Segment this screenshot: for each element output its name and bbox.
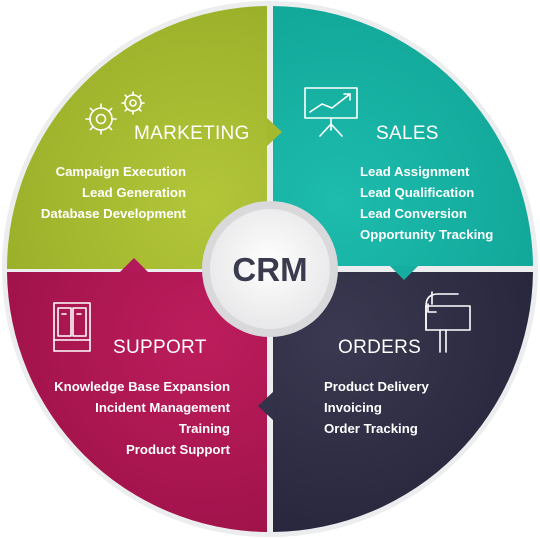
support-item: Incident Management (95, 400, 230, 415)
sales-to-orders-arrow (390, 266, 418, 280)
orders-item: Product Delivery (324, 379, 429, 394)
orders-quadrant[interactable] (273, 272, 533, 532)
marketing-item: Lead Generation (82, 185, 186, 200)
cabinet-icon (53, 302, 91, 352)
sales-item: Lead Assignment (360, 164, 470, 179)
support-item: Training (179, 421, 230, 436)
mailbox-icon (425, 291, 471, 353)
orders-title: ORDERS (338, 337, 421, 358)
gears-icon (85, 91, 145, 135)
marketing-title: MARKETING (134, 123, 250, 144)
center-label: CRM (232, 251, 307, 288)
marketing-to-sales-arrow (267, 118, 282, 146)
sales-quadrant[interactable] (273, 6, 533, 266)
orders-item: Invoicing (324, 400, 382, 415)
center-hub[interactable] (210, 209, 330, 329)
marketing-item: Campaign Execution (56, 164, 186, 179)
orders-item: Order Tracking (324, 421, 418, 436)
presentation-chart-icon (304, 87, 358, 137)
sales-item: Opportunity Tracking (360, 227, 493, 242)
support-to-marketing-arrow (120, 258, 148, 272)
sales-item: Lead Qualification (360, 185, 474, 200)
support-quadrant[interactable] (7, 272, 267, 532)
sales-item: Lead Conversion (360, 206, 467, 221)
support-item: Knowledge Base Expansion (54, 379, 230, 394)
support-item: Product Support (126, 442, 231, 457)
orders-to-support-arrow (258, 392, 273, 420)
marketing-quadrant[interactable] (6, 6, 270, 269)
sales-title: SALES (376, 123, 439, 144)
support-title: SUPPORT (113, 337, 207, 358)
marketing-item: Database Development (41, 206, 187, 221)
